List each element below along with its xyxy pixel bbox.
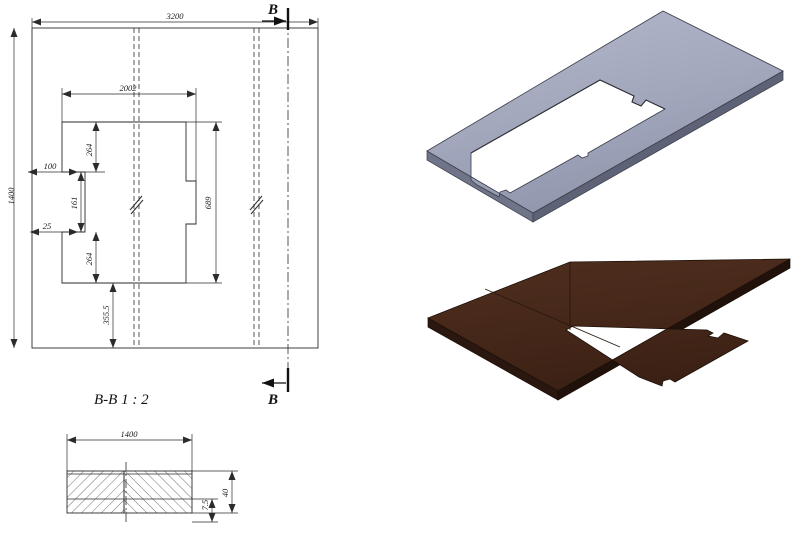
section-letter-top-label: B: [267, 2, 278, 18]
dim-label-25: 25: [43, 221, 52, 231]
isometric-view-brown-plate: [427, 258, 791, 401]
dim-label-264-top: 264: [84, 143, 94, 157]
break-symbol-left-2: [129, 195, 143, 211]
break-line-left: [133, 28, 140, 348]
dim-label-355-5: 355.5: [101, 305, 111, 325]
dim-label-2002: 2002: [120, 83, 138, 93]
brown-plate-top-face: [427, 258, 791, 392]
dim-label-100: 100: [44, 161, 58, 171]
section-marker-top: B: [262, 2, 290, 30]
dim-label-40: 40: [220, 488, 230, 497]
steel-cutout-far-wall: [470, 79, 666, 154]
section-view-title: B-B 1 : 2: [94, 392, 149, 408]
dim-label-264-bot: 264: [84, 252, 94, 266]
section-marker-bottom: B: [262, 368, 290, 408]
plate-outline: [31, 27, 319, 349]
section-hatch-left: [66, 470, 125, 514]
dim-label-1400: 1400: [6, 187, 16, 205]
dim-label-1400-section: 1400: [121, 429, 139, 439]
section-letter-bottom-label: B: [267, 392, 278, 408]
section-hatch-right: [123, 470, 193, 514]
break-line-right: [253, 28, 260, 348]
cutout-profile: [61, 121, 197, 284]
isometric-view-steel-plate: [426, 10, 784, 223]
section-bb-view: 1400 40 7.5: [66, 429, 238, 523]
dim-label-7-5: 7.5: [200, 500, 210, 511]
brown-plate-score-line: [484, 288, 621, 348]
steel-plate-top-face: [426, 10, 784, 214]
dim-label-689: 689: [203, 196, 213, 210]
break-symbol-right: [250, 199, 264, 215]
break-symbol-right-2: [249, 195, 263, 211]
break-symbol-left: [130, 199, 144, 215]
dim-label-3200: 3200: [166, 11, 185, 21]
dim-label-161: 161: [69, 197, 79, 210]
plan-dimensions: [10, 18, 319, 348]
